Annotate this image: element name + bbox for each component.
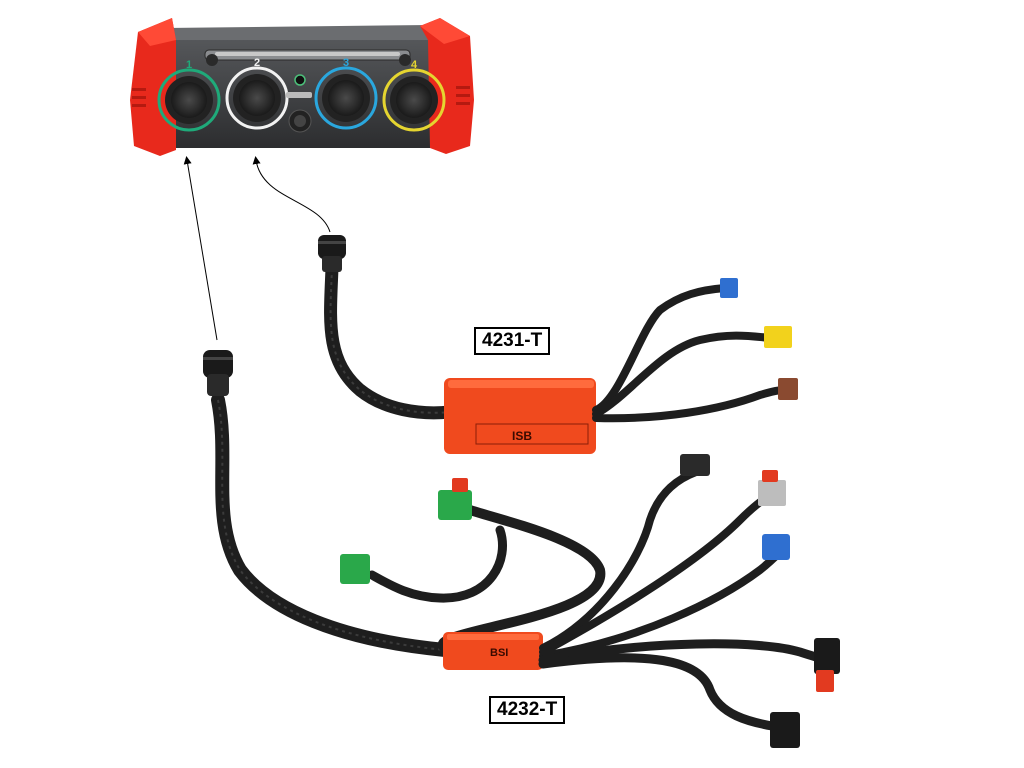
isb-brown-connector — [778, 378, 798, 400]
bsi-large-black-connector — [814, 638, 840, 692]
cable-bsi: BSI — [203, 350, 840, 748]
port-3: 3 — [314, 57, 378, 130]
bsi-black-connector-top — [680, 454, 710, 476]
bsi-green-connector-left — [340, 554, 370, 584]
bsi-module-text: BSI — [490, 647, 508, 659]
port-number-3: 3 — [343, 57, 349, 69]
bsi-green-connector-top — [438, 478, 472, 520]
isb-module-box: ISB — [444, 378, 596, 454]
bsi-bottom-black-connector — [770, 712, 800, 748]
isb-yellow-connector — [764, 326, 792, 348]
right-bumper — [420, 18, 474, 154]
arrow-pointer-icon — [183, 156, 331, 341]
port-2: 2 — [225, 57, 289, 130]
part-label-4232: 4232-T — [489, 696, 566, 724]
port-1: 1 — [157, 59, 221, 132]
cable-isb: ISB — [318, 235, 798, 454]
port-number-1: 1 — [186, 59, 192, 71]
bsi-round-connector — [203, 350, 233, 396]
isb-module-text: ISB — [512, 429, 532, 443]
bsi-module-box: BSI — [443, 632, 543, 670]
port-number-2: 2 — [254, 57, 260, 69]
part-label-4231: 4231-T — [474, 327, 551, 355]
left-bumper — [130, 18, 176, 156]
isb-blue-connector — [720, 278, 738, 298]
bsi-blue-connector — [762, 534, 790, 560]
connector-port-icon — [286, 92, 312, 133]
status-led-icon — [294, 74, 306, 86]
port-number-4: 4 — [411, 59, 418, 71]
measurement-module-image: 1 2 3 4 — [130, 18, 474, 156]
bsi-grey-connector — [758, 470, 786, 506]
isb-round-connector — [318, 235, 346, 272]
port-4: 4 — [382, 59, 446, 132]
